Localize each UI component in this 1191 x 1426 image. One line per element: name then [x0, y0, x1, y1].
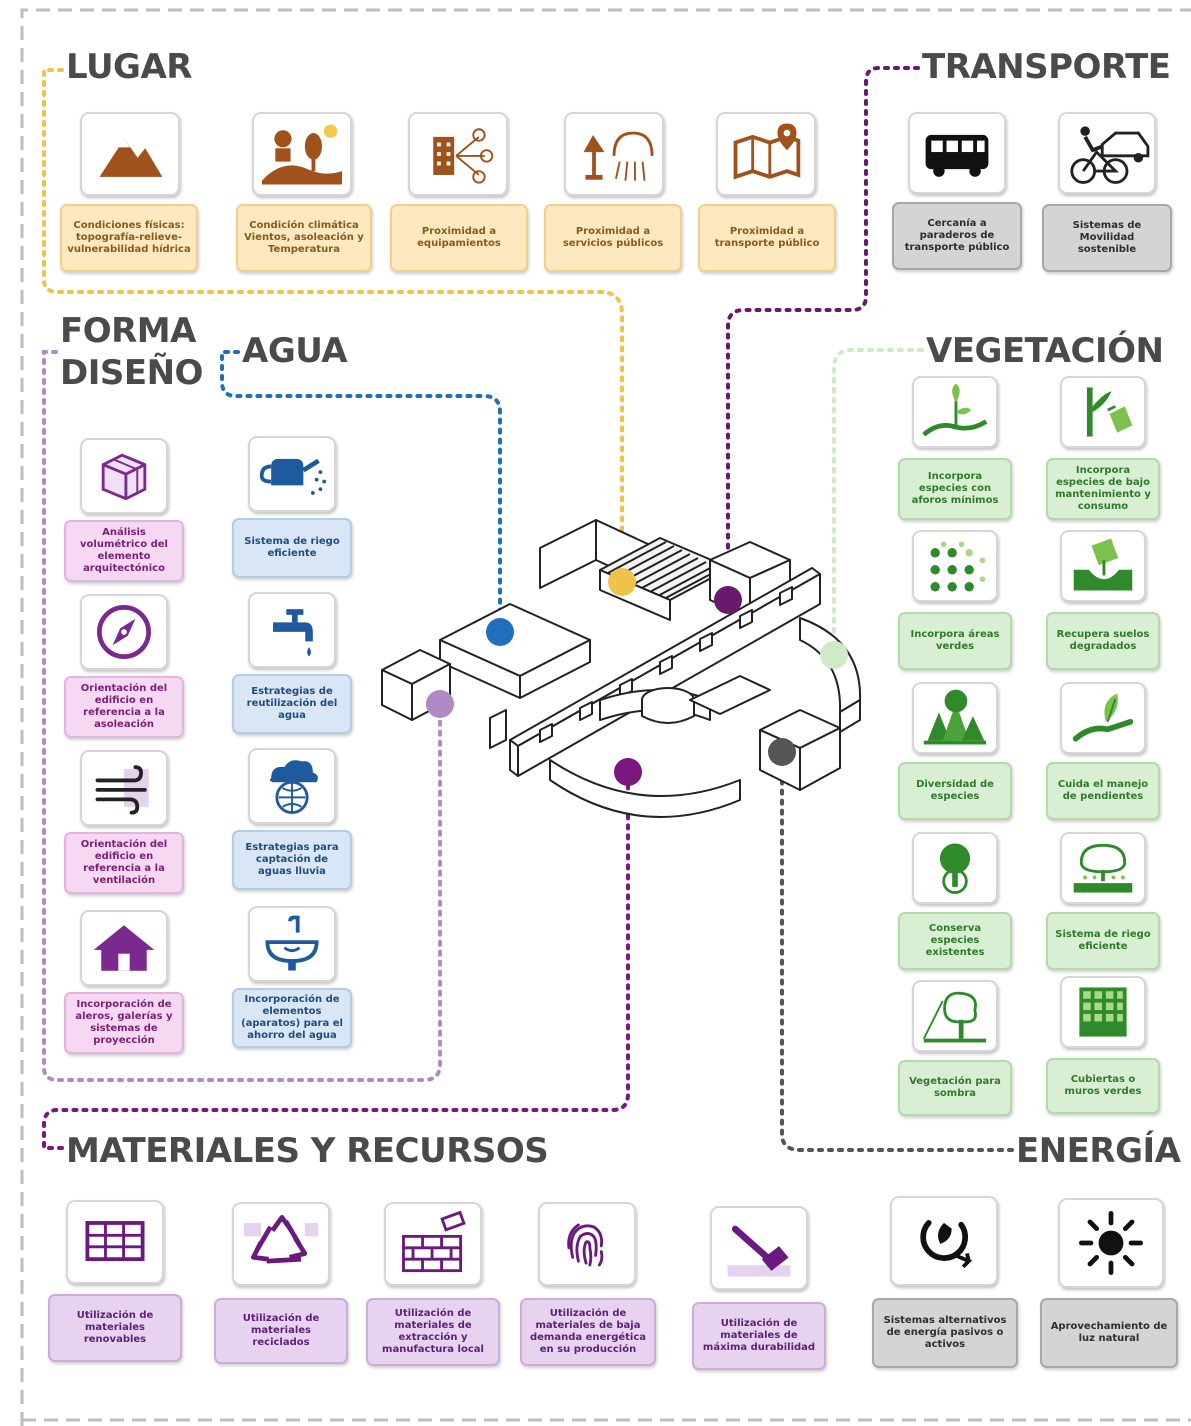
forma-label-3: Orientación del edificio en referencia a… — [64, 832, 184, 894]
recycle-icon — [232, 1202, 330, 1286]
vegetacion-label-5: Diversidad de especies — [898, 762, 1012, 820]
transporte-label-2: Sistemas de Movilidad sostenible — [1042, 204, 1172, 272]
climate-icon — [252, 112, 352, 196]
section-title-vegetacion: VEGETACIÓN — [926, 331, 1164, 371]
sprout-hand-icon — [912, 376, 998, 448]
mountain-icon — [80, 112, 180, 196]
agua-dot — [486, 618, 514, 646]
faucet-icon — [248, 592, 336, 668]
leaf-hand-icon — [1060, 682, 1146, 754]
section-title-energia: ENERGÍA — [1016, 1131, 1181, 1171]
fingerprint-icon — [538, 1202, 636, 1286]
agua-label-1: Sistema de riego eficiente — [232, 518, 352, 578]
lugar-label-5: Proximidad a transporte público — [698, 204, 836, 272]
agua-label-2: Estrategias de reutilización del agua — [232, 674, 352, 734]
vegetacion-connector — [832, 348, 924, 656]
vegetacion-label-9: Vegetación para sombra — [898, 1060, 1012, 1116]
forma-dot — [426, 690, 454, 718]
dots-grid-icon — [912, 530, 998, 602]
materiales-label-3: Utilización de materiales de extracción … — [366, 1298, 500, 1366]
forma-label-2: Orientación del edificio en referencia a… — [64, 676, 184, 738]
sink-icon — [248, 906, 336, 982]
sun-icon — [1058, 1198, 1164, 1288]
lugar-label-1: Condiciones físicas: topografía-relieve-… — [60, 204, 198, 272]
soil-icon — [1060, 530, 1146, 602]
outer-dashed-frame — [20, 8, 1191, 1426]
vegetacion-label-4: Recupera suelos degradados — [1046, 612, 1160, 670]
rain-cloud-icon — [248, 748, 336, 824]
lugar-label-3: Proximidad a equipamientos — [390, 204, 528, 272]
wind-icon — [80, 750, 168, 826]
vegetacion-label-2: Incorpora especies de bajo mantenimiento… — [1046, 458, 1160, 520]
section-title-diseno: DISEÑO — [60, 353, 203, 393]
lamp-shower-icon — [564, 112, 664, 196]
transporte-connector — [726, 66, 920, 600]
forma-label-4: Incorporación de aleros, galerías y sist… — [64, 992, 184, 1054]
bus-icon — [908, 112, 1006, 194]
grid-panel-icon — [66, 1200, 164, 1284]
transporte-dot — [714, 586, 742, 614]
vegetacion-label-1: Incorpora especies con aforos mínimos — [898, 458, 1012, 520]
agua-connector — [220, 350, 502, 632]
vegetacion-label-6: Cuida el manejo de pendientes — [1046, 762, 1160, 820]
materiales-label-1: Utilización de materiales renovables — [48, 1294, 182, 1362]
forma-connector — [42, 350, 442, 1082]
transporte-label-1: Cercanía a paraderos de transporte públi… — [892, 202, 1022, 270]
bike-car-icon — [1058, 112, 1156, 194]
materiales-dot — [614, 758, 642, 786]
lugar-label-4: Proximidad a servicios públicos — [544, 204, 682, 272]
buildings-network-icon — [408, 112, 508, 196]
vegetacion-label-3: Incorpora áreas verdes — [898, 612, 1012, 670]
map-pin-icon — [716, 112, 816, 196]
section-title-materiales: MATERIALES Y RECURSOS — [66, 1131, 549, 1171]
section-title-transporte: TRANSPORTE — [922, 47, 1171, 87]
lugar-dot — [608, 568, 636, 596]
energia-label-1: Sistemas alternativos de energía pasivos… — [872, 1298, 1018, 1368]
materiales-label-2: Utilización de materiales reciclados — [214, 1298, 348, 1364]
cube-icon — [80, 438, 168, 514]
lugar-label-2: Condición climática Vientos, asoleación … — [236, 204, 372, 272]
materiales-label-4: Utilización de materiales de baja demand… — [520, 1298, 656, 1366]
vegetacion-label-8: Sistema de riego eficiente — [1046, 912, 1160, 970]
tree-shade-icon — [912, 980, 998, 1052]
agua-label-4: Incorporación de elementos (aparatos) pa… — [232, 988, 352, 1048]
hammer-icon — [710, 1206, 808, 1290]
section-title-lugar: LUGAR — [66, 47, 192, 87]
materiales-label-5: Utilización de materiales de máxima dura… — [692, 1302, 826, 1370]
tree-irrigation-icon — [1060, 832, 1146, 904]
plant-bottle-icon — [1060, 376, 1146, 448]
forma-label-1: Análisis volumétrico del elemento arquit… — [64, 520, 184, 582]
materiales-connector — [42, 770, 630, 1150]
energia-connector — [780, 750, 1014, 1152]
central-building — [381, 519, 862, 818]
lugar-connector — [42, 68, 624, 582]
tree-globe-icon — [912, 832, 998, 904]
energia-dot — [768, 738, 796, 766]
section-title-agua: AGUA — [242, 331, 348, 371]
forest-icon — [912, 682, 998, 754]
section-title-forma: FORMA — [60, 311, 196, 351]
vegetacion-dot — [820, 641, 848, 669]
bricks-icon — [384, 1202, 482, 1286]
vegetacion-label-10: Cubiertas o muros verdes — [1046, 1058, 1160, 1114]
watering-can-icon — [248, 436, 336, 512]
green-roof-icon — [1060, 976, 1146, 1048]
vegetacion-label-7: Conserva especies existentes — [898, 912, 1012, 970]
energy-plug-icon — [890, 1196, 998, 1286]
compass-icon — [80, 594, 168, 670]
energia-label-2: Aprovechamiento de luz natural — [1040, 1298, 1178, 1368]
agua-label-3: Estrategias para captación de aguas lluv… — [232, 830, 352, 890]
house-icon — [80, 910, 168, 986]
